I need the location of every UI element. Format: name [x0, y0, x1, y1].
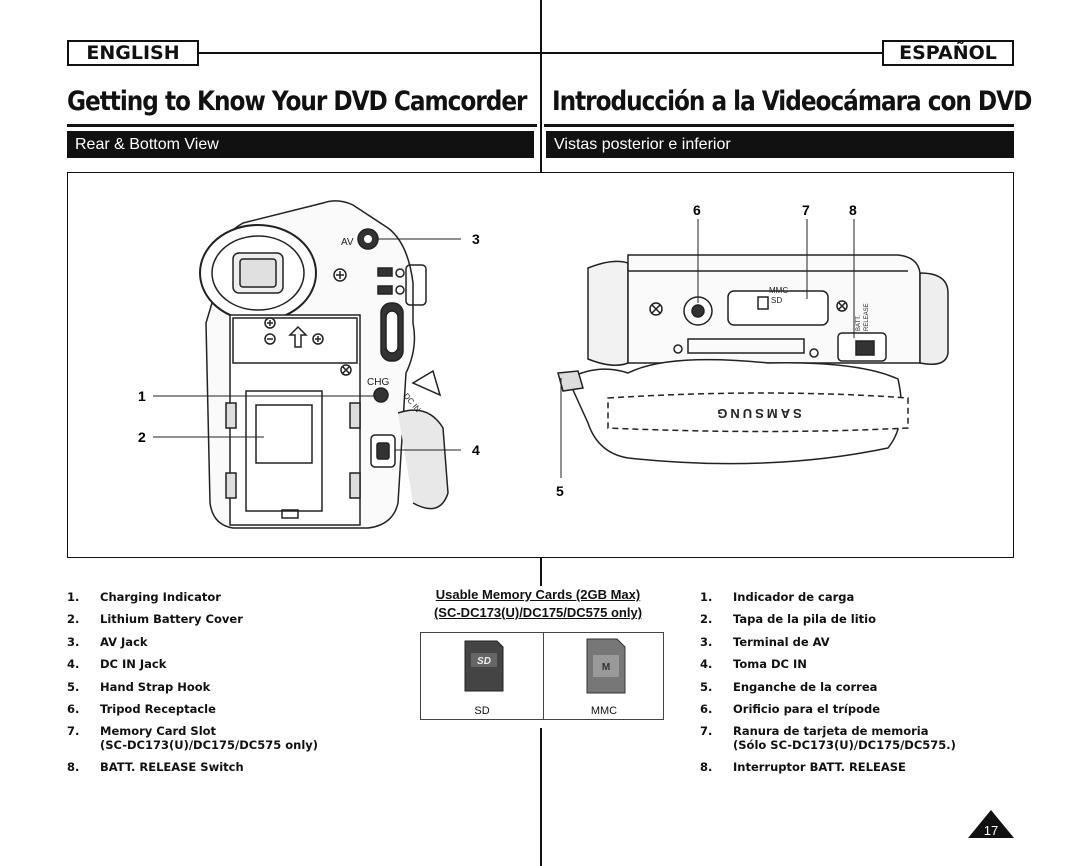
mmc-card-label: MMC [590, 705, 618, 717]
list-item: 3.AV Jack [67, 634, 148, 649]
page-title-espanol: Introducción a la Videocámara con DVD [552, 86, 1032, 117]
callout-4: 4 [472, 442, 480, 458]
lang-tab-english: ENGLISH [67, 40, 199, 66]
list-item: 6.Tripod Receptacle [67, 702, 216, 717]
list-item: 8.BATT. RELEASE Switch [67, 760, 244, 775]
section-heading-espanol: Vistas posterior e inferior [546, 131, 1014, 158]
page-number-badge: 17 [968, 810, 1014, 838]
list-item: 6.Orificio para el trípode [700, 702, 881, 717]
list-item: 2.Lithium Battery Cover [67, 612, 243, 627]
camcorder-illustration: AV CHG DC IN 1 2 3 4 [138, 200, 949, 529]
parts-list-espanol: 1.Indicador de carga 2.Tapa de la pila d… [700, 586, 956, 779]
mmc-card-icon: M [586, 638, 626, 694]
chg-label: CHG [367, 377, 389, 388]
memory-card-table: SD M SD MMC [420, 632, 664, 720]
list-item: 1.Charging Indicator [67, 590, 221, 604]
callout-7: 7 [802, 202, 810, 218]
list-item: 5.Enganche de la correa [700, 679, 878, 694]
camcorder-figure: AV CHG DC IN 1 2 3 4 [67, 172, 1014, 558]
center-rule-mid [540, 558, 542, 586]
sd-card-label: SD [474, 705, 490, 717]
svg-text:SD: SD [477, 656, 491, 667]
center-rule-bottom [540, 728, 542, 866]
bottom-view [557, 254, 949, 465]
parts-list-english: 1.Charging Indicator 2.Lithium Battery C… [67, 586, 318, 779]
page-number: 17 [984, 823, 998, 838]
av-label: AV [341, 237, 354, 248]
list-item: 7.Ranura de tarjeta de memoria(Sólo SC-D… [700, 724, 956, 753]
list-item: 2.Tapa de la pila de litio [700, 612, 876, 627]
callout-2: 2 [138, 429, 146, 445]
list-item: 4.Toma DC IN [700, 657, 807, 672]
samsung-logo: SAMSUNG [714, 406, 801, 421]
page-title-english: Getting to Know Your DVD Camcorder [67, 86, 528, 117]
callout-lines-bottom [560, 219, 855, 478]
memory-cards-models: (SC-DC173(U)/DC175/DC575 only) [433, 605, 643, 620]
callout-5: 5 [556, 483, 564, 499]
center-rule-top [540, 0, 542, 172]
list-item: 8.Interruptor BATT. RELEASE [700, 760, 906, 775]
sd-slot-label: SD [771, 296, 782, 305]
list-item: 4.DC IN Jack [67, 657, 167, 672]
mmc-slot-label: MMC [769, 286, 788, 295]
memory-card-images: SD M [464, 638, 626, 694]
memory-cards-title: Usable Memory Cards (2GB Max) [435, 587, 641, 602]
list-item: 3.Terminal de AV [700, 634, 830, 649]
title-rule-espanol [544, 124, 1014, 127]
list-item: 5.Hand Strap Hook [67, 679, 211, 694]
callout-3: 3 [472, 231, 480, 247]
sd-card-icon: SD [464, 640, 504, 692]
list-item: 1.Indicador de carga [700, 590, 855, 604]
rear-view [199, 200, 449, 529]
release-label: RELEASE [864, 303, 870, 331]
callout-1: 1 [138, 388, 146, 404]
lang-tab-espanol: ESPAÑOL [882, 40, 1014, 66]
callout-6: 6 [693, 202, 701, 218]
lang-line-english [199, 52, 540, 54]
callout-8: 8 [849, 202, 857, 218]
lang-line-espanol [542, 52, 882, 54]
title-rule-english [67, 124, 537, 127]
callout-lines-rear [153, 238, 461, 451]
svg-text:M: M [602, 662, 610, 673]
section-heading-english: Rear & Bottom View [67, 131, 534, 158]
list-item: 7.Memory Card Slot(SC-DC173(U)/DC175/DC5… [67, 724, 319, 753]
batt-label: BATT. [856, 315, 862, 331]
